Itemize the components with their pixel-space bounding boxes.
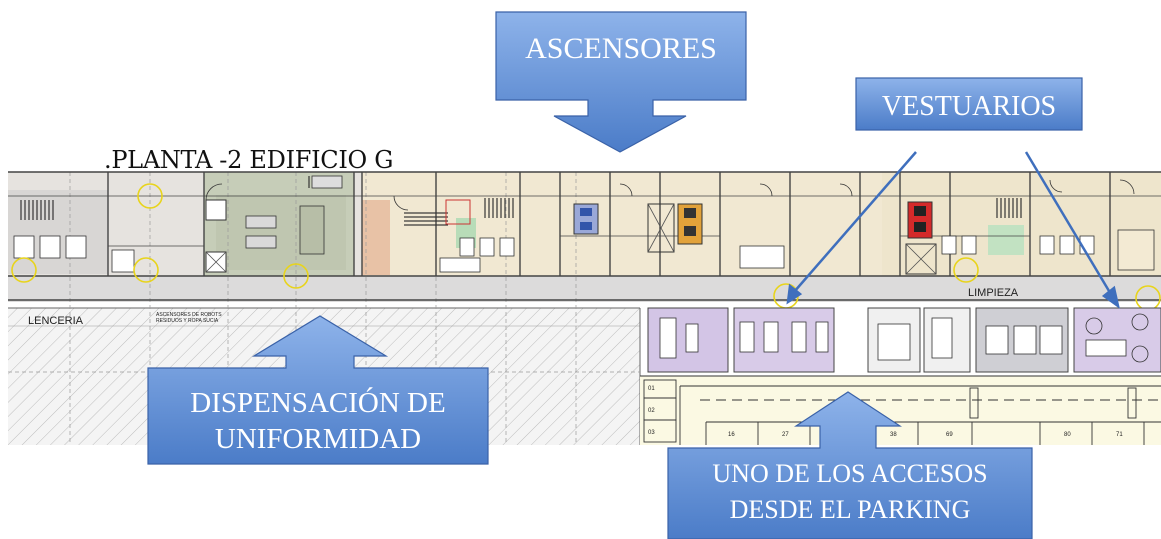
- room-fixtures: [13, 175, 1155, 273]
- parking-area: [640, 375, 1161, 445]
- callout-acceso-line2: DESDE EL PARKING: [730, 495, 971, 524]
- parking-number: 02: [648, 408, 655, 414]
- callout-acceso-line1: UNO DE LOS ACCESOS: [712, 459, 987, 488]
- callout-dispensacion-line2: UNIFORMIDAD: [215, 423, 421, 455]
- parking-number: 16: [728, 432, 735, 438]
- callout-dispensacion: DISPENSACIÓN DE UNIFORMIDAD: [147, 315, 489, 465]
- plan-labels: LENCERIA ASCENSORES DE ROBOTS RESIDUOS Y…: [28, 287, 1123, 438]
- parking-number: 71: [1116, 432, 1123, 438]
- parking-number: 80: [1064, 432, 1071, 438]
- callout-ascensores-label: ASCENSORES: [525, 32, 717, 65]
- callout-ascensores: ASCENSORES: [495, 11, 747, 153]
- doors: [205, 179, 1135, 211]
- parking-number: 69: [946, 432, 953, 438]
- label-lenceria: LENCERIA: [28, 315, 84, 327]
- callout-dispensacion-line1: DISPENSACIÓN DE: [190, 386, 445, 419]
- parking-number: 38: [890, 432, 897, 438]
- callout-vestuarios: VESTUARIOS: [855, 77, 1083, 131]
- plan-base: [8, 172, 1161, 302]
- walls: [8, 171, 1161, 301]
- label-ascensores-robots: ASCENSORES DE ROBOTS: [156, 312, 222, 318]
- parking-number: 03: [648, 430, 655, 436]
- changing-rooms: [647, 307, 1161, 373]
- label-limpieza: LIMPIEZA: [968, 287, 1019, 299]
- elevator-shafts: [205, 199, 937, 275]
- callout-acceso-parking: UNO DE LOS ACCESOS DESDE EL PARKING: [667, 391, 1033, 539]
- callout-vestuarios-label: VESTUARIOS: [882, 91, 1056, 122]
- vestuarios-pointers: [786, 151, 1120, 309]
- parking-number: 01: [648, 386, 655, 392]
- parking-number: 27: [782, 432, 789, 438]
- label-residuos-ropa: RESIDUOS Y ROPA SUCIA: [156, 318, 219, 324]
- plan-title: .PLANTA -2 EDIFICIO G: [104, 146, 394, 174]
